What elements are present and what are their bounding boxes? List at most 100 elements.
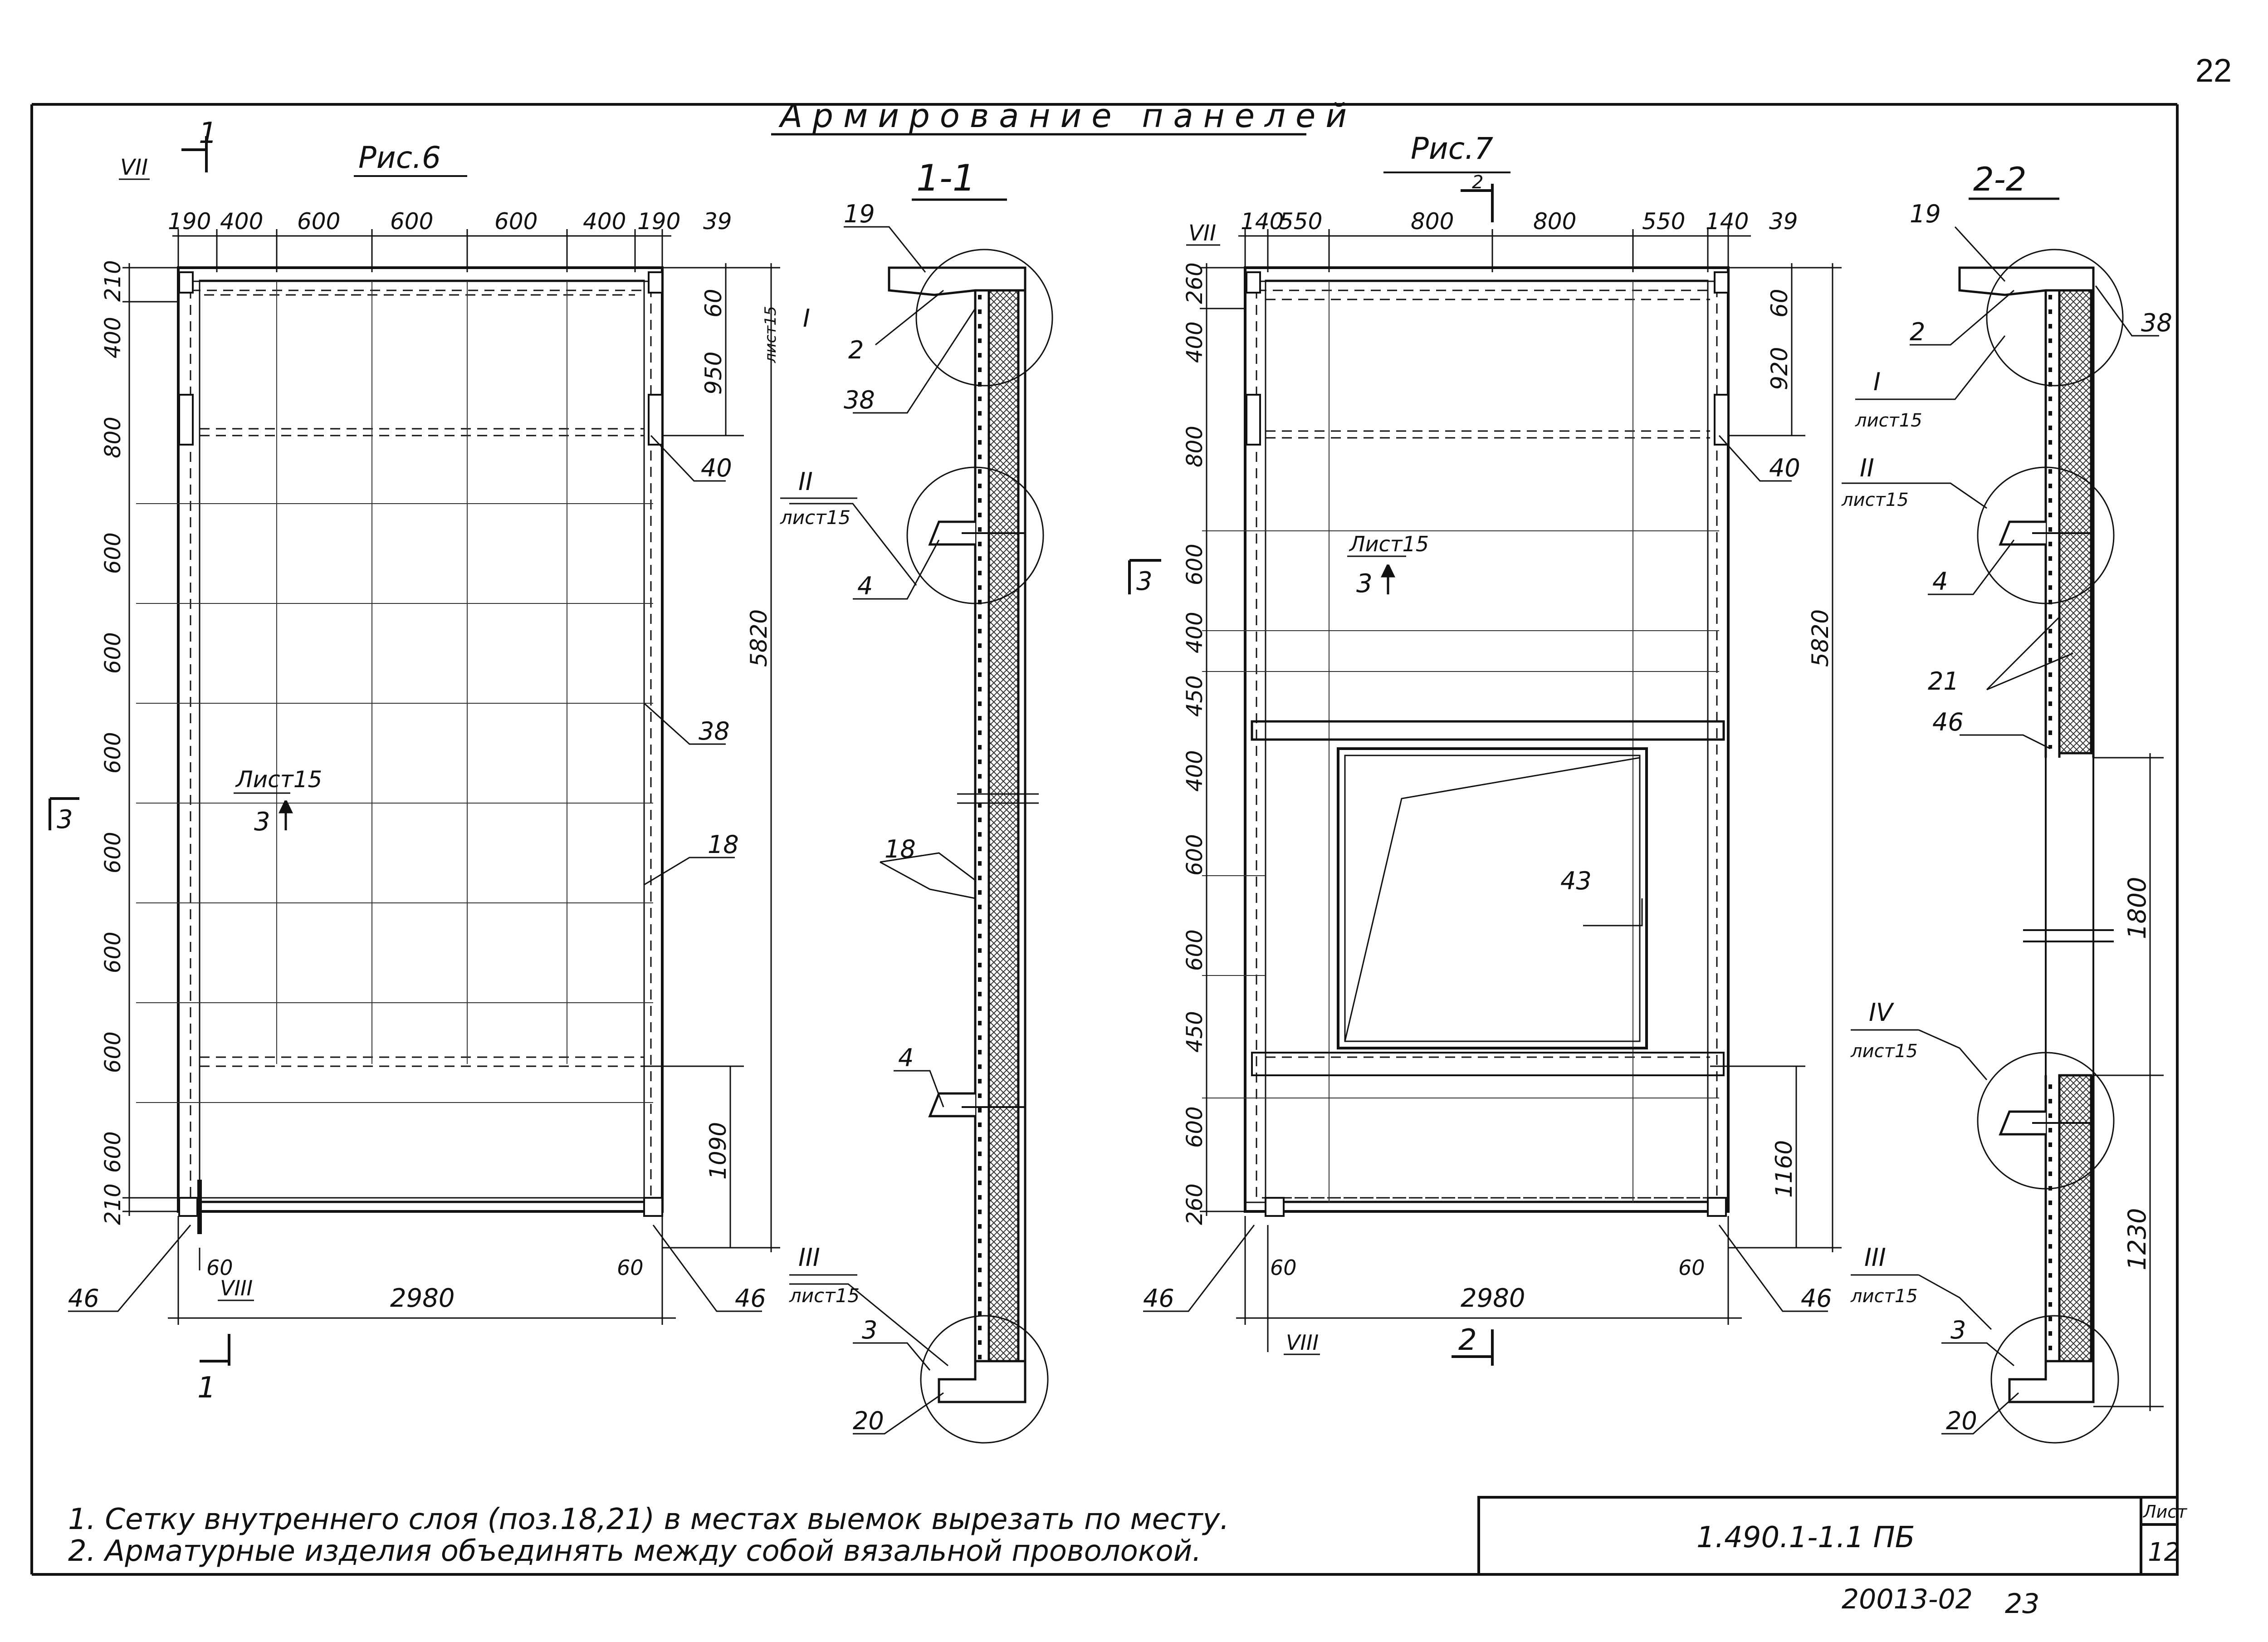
fig7-panel [1202, 266, 1730, 1217]
sec22-leader-19: 19 [1910, 200, 1941, 228]
fig7-dim-l-260-top: 260 [1182, 262, 1207, 304]
sec11-wall [974, 266, 1026, 1403]
fig7-dim-140-left: 140 [1241, 208, 1284, 235]
fig6-panel [136, 266, 664, 1234]
fig7-dim-39: 39 [1769, 208, 1798, 235]
sec22-bracket-upper [1999, 520, 2046, 546]
sec11-leader-labels: 19 2 38 4 18 4 3 20 [844, 200, 916, 1435]
fig6-leader-46-right: 46 [735, 1284, 766, 1313]
footer-page: 23 [2005, 1588, 2039, 1620]
fig7-sheet-ref-num: 3 [1356, 569, 1373, 598]
fig6-side-mark-label: 3 [57, 805, 73, 834]
fig6-dim-r-1090: 1090 [705, 1122, 731, 1180]
fig6-cut-bottom [200, 1334, 230, 1366]
sec22-leader-3: 3 [1950, 1316, 1966, 1344]
fig7-dim-r-920: 920 [1766, 347, 1793, 390]
title-block-sheet-number: 12 [2148, 1538, 2180, 1567]
fig6-dim-400-left: 400 [220, 208, 263, 235]
fig6-sheet-ref: Лист15 [235, 766, 322, 793]
title-block-code: 1.490.1-1.1 ПБ [1696, 1521, 1915, 1554]
sec11-callouts: I лист15 II лист15 III лист15 [762, 304, 860, 1307]
fig6-side-mark [49, 797, 79, 830]
fig6-dim-190-left: 190 [168, 208, 211, 235]
sec22-opening [2023, 758, 2114, 1075]
fig6-leader-18: 18 [708, 830, 739, 859]
sec22-callout-II-sheet: лист15 [1841, 490, 1909, 510]
fig6-top-dims: 190 400 600 600 600 400 190 39 [168, 208, 732, 235]
fig7-dim-l-600-a: 600 [1182, 544, 1207, 585]
fig7-cut-top-label: 2 [1472, 172, 1483, 193]
fig7-leader-lines [1143, 435, 1828, 1312]
fig7-dim-l-600-d: 600 [1182, 1106, 1207, 1148]
fig7-top-dim-chain [1238, 229, 1751, 272]
fig7-dim-2980: 2980 [1461, 1284, 1525, 1313]
fig6-leader-labels: 40 38 18 46 46 [68, 454, 766, 1313]
fig6-dim-400-right: 400 [583, 208, 626, 235]
fig7-side-mark-label: 3 [1136, 567, 1153, 596]
sec22-callout-IV-sheet: лист15 [1850, 1041, 1918, 1062]
sec22-callout-III-sheet: лист15 [1850, 1286, 1918, 1307]
fig6-cut-bottom-label: 1 [197, 1371, 216, 1405]
sec22-callout-IV: IV [1869, 998, 1895, 1027]
sec22-dim-1230: 1230 [2123, 1208, 2151, 1270]
fig6-left-dim-chain [122, 263, 179, 1216]
sec22-detail-circles [1977, 249, 2124, 1444]
fig7-dim-l-600-c: 600 [1182, 929, 1207, 971]
fig6-dim-60-right: 60 [617, 1255, 644, 1280]
fig7-dim-r-60: 60 [1766, 289, 1793, 318]
sec11-leader-18: 18 [885, 835, 916, 863]
fig7: Рис.7 2 VII 140 550 800 800 550 140 [1128, 131, 1842, 1366]
fig7-bottom-dim-chain [1236, 1216, 1742, 1352]
fig7-right-dims: 60 920 5820 1160 [1766, 289, 1833, 1198]
fig7-dim-l-600-b: 600 [1182, 834, 1207, 876]
sec11-leader-4-lower: 4 [898, 1044, 914, 1072]
note-1: 1. Сетку внутреннего слоя (поз.18,21) в … [68, 1503, 1229, 1536]
sec11-callout-II-sheet: лист15 [780, 506, 850, 529]
fig6: Рис.6 1 VII 190 400 600 600 600 [49, 117, 780, 1405]
sec11-leader-19: 19 [844, 200, 875, 228]
title-block [1477, 1496, 2179, 1576]
sec11-callout-I: I [803, 304, 810, 333]
fig7-dim-r-5820: 5820 [1807, 609, 1833, 667]
fig6-dim-39: 39 [703, 208, 732, 235]
sec11-leader-2: 2 [848, 336, 864, 364]
notes: 1. Сетку внутреннего слоя (поз.18,21) в … [68, 1503, 1229, 1568]
fig6-bottom-dim-chain [168, 1216, 676, 1325]
fig7-dim-60-right: 60 [1678, 1255, 1705, 1280]
fig6-dim-l-600-b: 600 [100, 632, 126, 674]
sec11-detail-circles [906, 249, 1053, 1444]
fig7-cut-bottom [1452, 1329, 1494, 1366]
fig6-view-arrow [279, 800, 293, 830]
sheet-title: Армирование панелей [771, 97, 1357, 136]
fig7-dim-60-left: 60 [1270, 1255, 1297, 1280]
fig7-sheet-ref: Лист15 [1349, 532, 1429, 556]
page-number: 22 [2195, 53, 2232, 89]
sec22-leader-20: 20 [1946, 1407, 1977, 1435]
sec11-callout-I-sheet: лист15 [762, 306, 780, 363]
sec22-leader-2: 2 [1910, 318, 1925, 346]
sec22-leader-21: 21 [1928, 667, 1959, 696]
fig6-dim-600-c: 600 [494, 208, 538, 235]
fig7-label: Рис.7 [1411, 131, 1493, 166]
sec22-dim-chain [2093, 753, 2164, 1411]
fig7-dim-l-400-c: 400 [1182, 750, 1207, 792]
sec22-leader-labels: 19 2 38 4 21 46 3 20 [1910, 200, 2172, 1435]
fig6-top-dim-chain [172, 229, 671, 272]
fig6-leader-40: 40 [701, 454, 732, 482]
fig6-roman-vii: VII [120, 155, 148, 180]
sec22-wall-lower [2044, 1074, 2095, 1403]
fig6-dim-r-5820: 5820 [746, 609, 772, 667]
fig7-view-arrow [1381, 564, 1395, 594]
note-2: 2. Арматурные изделия объединять между с… [68, 1534, 1202, 1568]
fig7-dim-l-450-b: 450 [1182, 1011, 1207, 1053]
fig6-leader-lines [68, 435, 762, 1312]
sheet-title-text: Армирование панелей [778, 97, 1357, 135]
fig6-dim-l-600-e: 600 [100, 931, 126, 973]
fig6-left-dims: 210 400 800 600 600 600 600 600 600 600 … [100, 260, 126, 1225]
fig7-side-mark [1128, 559, 1161, 594]
fig7-left-dims: 260 400 800 600 400 450 400 600 600 450 … [1182, 262, 1207, 1225]
fig6-dim-l-600-f: 600 [100, 1031, 126, 1073]
sec11-label: 1-1 [916, 157, 976, 199]
fig7-dim-550-left: 550 [1279, 208, 1322, 235]
